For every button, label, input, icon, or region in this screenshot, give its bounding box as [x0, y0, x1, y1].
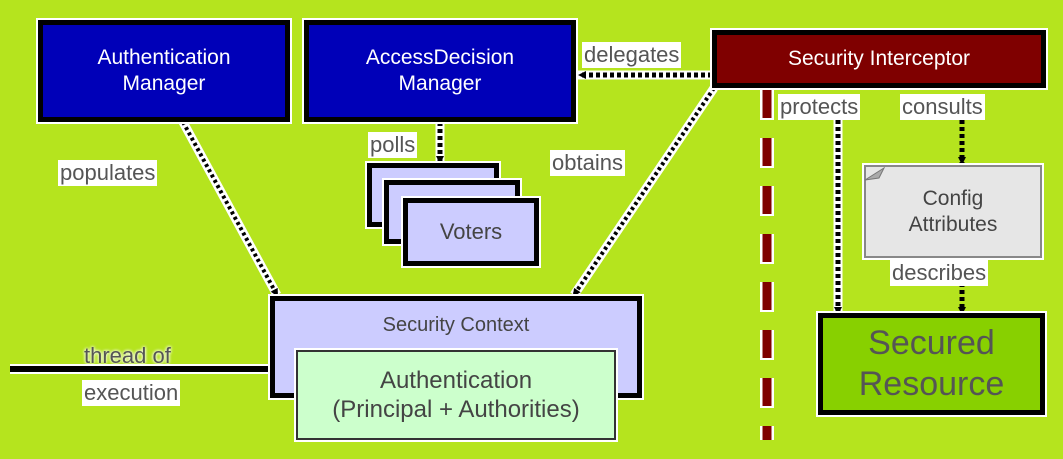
authentication-node: Authentication (Principal + Authorities) [296, 350, 616, 440]
access-decision-manager-node: AccessDecision Manager [304, 20, 576, 122]
access-decision-manager-line2: Manager [398, 72, 482, 95]
secured-resource-node: Secured Resource [818, 313, 1045, 415]
config-attributes-line2: Attributes [908, 212, 998, 236]
authentication-manager-line2: Manager [122, 72, 206, 95]
voters-node: Voters [403, 198, 539, 266]
config-attributes-line1: Config [922, 186, 984, 210]
note-fold-icon [864, 166, 886, 181]
secured-resource-line1: Secured [868, 323, 995, 362]
obtains-label: obtains [550, 150, 625, 176]
authentication-manager-node: Authentication Manager [38, 20, 290, 122]
consults-label: consults [900, 94, 985, 120]
populates-arrow [181, 121, 279, 297]
config-attributes-node: Config Attributes [864, 165, 1042, 258]
populates-label: populates [58, 160, 158, 186]
protects-label: protects [778, 94, 861, 120]
polls-label: polls [368, 132, 418, 158]
voters-label: Voters [439, 218, 503, 244]
authentication-manager-line1: Authentication [97, 46, 231, 70]
access-decision-manager-line1: AccessDecision [365, 46, 515, 70]
security-interceptor-label: Security Interceptor [787, 47, 971, 71]
execution-label: execution [82, 380, 181, 406]
authentication-line2: (Principal + Authorities) [332, 396, 580, 423]
obtains-arrow [572, 86, 716, 297]
security-context-label: Security Context [382, 314, 530, 336]
secured-resource-line2: Resource [858, 365, 1005, 403]
thread-of-label: thread of [84, 343, 171, 368]
authentication-line1: Authentication [379, 366, 533, 394]
delegates-label: delegates [582, 42, 682, 68]
describes-label: describes [890, 260, 989, 286]
security-interceptor-node: Security Interceptor [712, 30, 1046, 88]
